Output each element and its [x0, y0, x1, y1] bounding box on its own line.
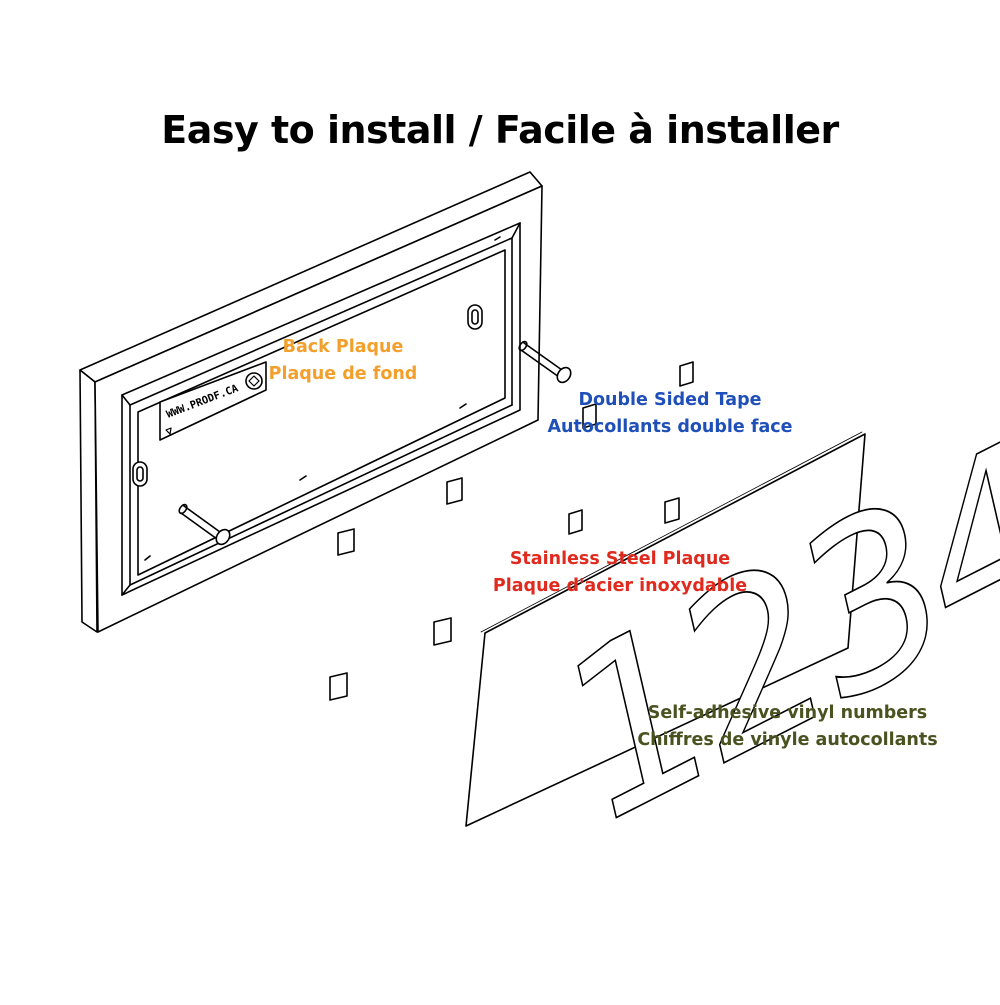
stainless-steel-plaque: [465, 431, 866, 827]
tape-square: [679, 361, 694, 387]
label-tape-en: Double Sided Tape: [578, 390, 762, 410]
tape-square: [664, 497, 680, 524]
back-plaque-frame: [79, 171, 572, 633]
label-tape-fr: Autocollants double face: [547, 417, 793, 437]
brand-plate: [159, 361, 267, 441]
tape-square: [337, 528, 355, 556]
tape-square: [329, 672, 348, 701]
tape-square: [582, 403, 597, 429]
label-steel-fr: Plaque d'acier inoxydable: [492, 576, 748, 596]
label-double-sided-tape: Double Sided Tape Autocollants double fa…: [530, 387, 810, 441]
label-vinyl-numbers: Self-adhesive vinyl numbers Chiffres de …: [610, 700, 965, 754]
mounting-screw-top: [518, 340, 572, 384]
label-vinyl-en: Self-adhesive vinyl numbers: [647, 703, 928, 723]
label-back-plaque-fr: Plaque de fond: [268, 364, 418, 384]
label-steel-en: Stainless Steel Plaque: [509, 549, 731, 569]
label-vinyl-fr: Chiffres de vinyle autocollants: [637, 730, 938, 750]
keyhole-slot-right: [467, 304, 483, 330]
tape-square: [446, 477, 463, 505]
label-stainless-steel-plaque: Stainless Steel Plaque Plaque d'acier in…: [470, 546, 770, 600]
label-back-plaque: Back Plaque Plaque de fond: [258, 334, 428, 388]
mounting-screw-bottom: [178, 503, 231, 546]
keyhole-slot-left: [132, 461, 148, 487]
tape-squares: [329, 361, 694, 701]
page-title: Easy to install / Facile à installer: [161, 108, 839, 152]
label-back-plaque-en: Back Plaque: [282, 337, 404, 357]
tape-square: [568, 509, 583, 535]
tape-square: [433, 617, 452, 646]
